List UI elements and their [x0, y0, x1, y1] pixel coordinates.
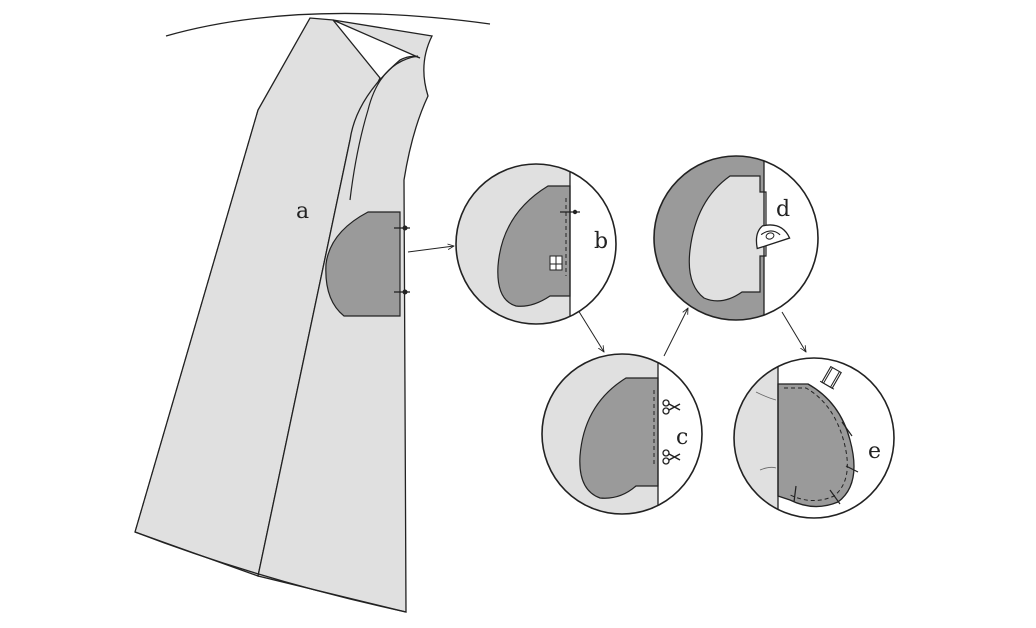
label-a: a	[296, 199, 309, 224]
step-c-detail: c	[541, 353, 703, 515]
pin-icon	[793, 485, 797, 503]
presser-foot-icon	[549, 255, 563, 271]
pocket-bag	[579, 377, 659, 499]
pin-icon	[841, 421, 853, 437]
label-c: c	[676, 425, 688, 450]
pin-icon	[829, 489, 841, 505]
pocket-bag	[497, 185, 571, 307]
arrow-icon	[781, 311, 806, 352]
step-e-detail: e	[733, 357, 895, 519]
arrow-icon	[663, 308, 688, 357]
neckline-curve	[165, 12, 491, 37]
step-d-detail: d	[653, 155, 819, 321]
pocket-facing	[688, 175, 767, 302]
pocket-bag	[325, 211, 401, 317]
label-e: e	[868, 439, 881, 464]
pin-icon	[394, 225, 410, 231]
label-b: b	[594, 229, 608, 254]
seam-line	[134, 109, 259, 533]
pocket-bag	[777, 383, 855, 508]
iron-icon	[755, 224, 791, 250]
stitch-line	[784, 387, 848, 501]
step-b-detail: b	[455, 163, 617, 325]
pin-icon	[560, 209, 580, 215]
pin-icon	[394, 289, 410, 295]
armhole-curve	[349, 55, 419, 201]
scissors-icon	[662, 449, 681, 465]
scissors-icon	[662, 399, 681, 415]
pin-icon	[845, 465, 859, 473]
arrow-icon	[577, 309, 604, 352]
garment-front-panel: a	[134, 12, 491, 613]
label-d: d	[776, 197, 790, 222]
presser-foot-icon	[819, 365, 842, 390]
arrow-icon	[407, 246, 454, 253]
step-arrows	[407, 246, 806, 357]
hem-line	[134, 531, 407, 613]
